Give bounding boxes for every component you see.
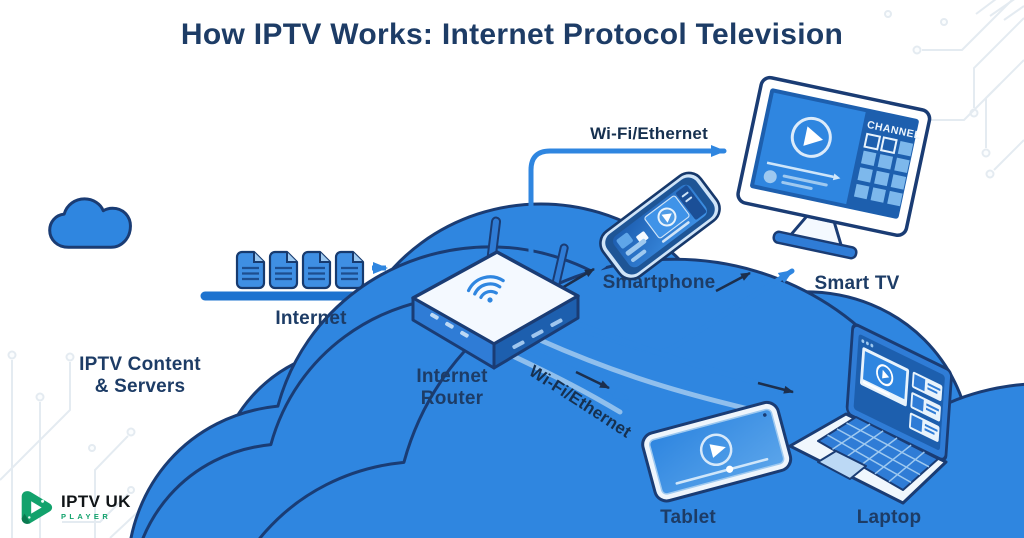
brand-logo: IPTV UK PLAYER	[16, 488, 131, 526]
packet-icon	[301, 250, 332, 290]
tablet-icon	[641, 400, 793, 503]
play-icon	[876, 364, 894, 387]
packet-stream	[235, 250, 388, 290]
direction-arrow-icon	[715, 271, 751, 293]
title-suffix: Works: Internet Protocol Television	[321, 18, 844, 51]
title-prefix: How	[180, 18, 254, 51]
servers-label: IPTV Content & Servers	[79, 354, 201, 398]
smartphone-label: Smartphone	[602, 272, 716, 293]
brand-subtitle: PLAYER	[61, 512, 112, 522]
packet-icon	[334, 250, 365, 290]
play-icon	[657, 207, 677, 227]
laptop-touchpad	[817, 450, 867, 480]
packet-icon	[235, 250, 266, 290]
direction-arrow-icon	[561, 267, 595, 290]
direction-arrow-icon	[575, 370, 610, 390]
tablet-label: Tablet	[660, 507, 716, 528]
title-highlight: IPTV	[253, 18, 322, 51]
router-icon	[411, 216, 580, 370]
smart-tv-label: Smart TV	[814, 273, 900, 294]
channel-grid	[853, 132, 914, 207]
direction-arrow-icon	[757, 381, 794, 394]
wifi-icon	[466, 275, 505, 303]
cloud-icon	[48, 197, 132, 249]
connection-echo-line	[495, 346, 623, 415]
internet-label: Internet	[275, 308, 347, 329]
play-icon	[699, 433, 733, 467]
wifi-ethernet-top-label: Wi-Fi/Ethernet	[590, 124, 708, 143]
brand-name: IPTV UK	[61, 492, 131, 512]
logo-play-icon	[21, 491, 53, 524]
page-title: How IPTV Works: Internet Protocol Televi…	[0, 18, 1024, 52]
laptop-icon	[788, 323, 953, 505]
packet-icon	[268, 250, 299, 290]
wifi-top-arrow	[528, 145, 727, 275]
router-label: Internet Router	[416, 366, 488, 410]
play-icon	[790, 116, 832, 158]
laptop-sidebar-rows	[908, 371, 943, 442]
smartphone-icon	[599, 171, 721, 281]
smart-tv-icon: CHANNEL	[736, 75, 932, 260]
laptop-label: Laptop	[856, 507, 922, 528]
